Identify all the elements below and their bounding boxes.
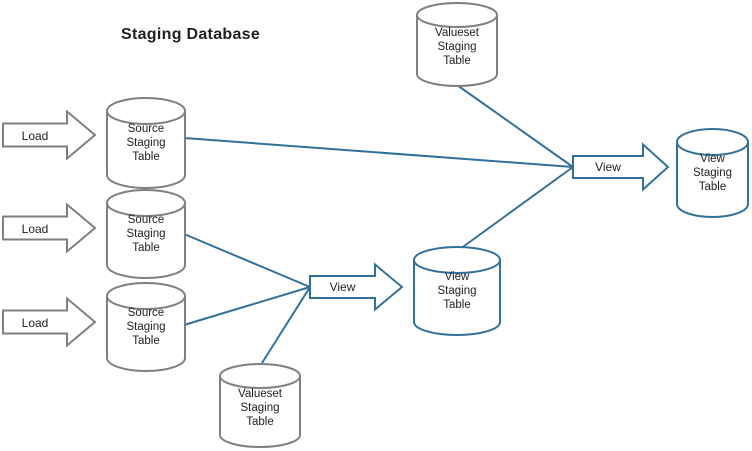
load-arrow-2 [2,202,97,254]
valueset-staging-table-top-label: Valueset Staging Table [435,26,479,67]
source-staging-table-3-label: Source Staging Table [126,307,166,347]
diagram-title: Staging Database [121,26,261,43]
valueset-staging-table-bottom-label: Valueset Staging Table [238,387,282,428]
connector-source3-to-view-middle [183,286,311,326]
view-staging-table-right-cylinder [676,128,749,218]
load-arrow-2-label: Load [21,221,49,236]
load-arrow-1 [2,109,97,161]
connector-valueset-bottom-to-view-middle [261,286,311,364]
load-arrow-3 [2,296,97,348]
view-staging-table-middle-cylinder [413,246,501,336]
valueset-staging-table-top-cylinder [416,2,498,87]
connector-valueset-top-to-view-right [456,84,574,168]
valueset-staging-table-bottom-cylinder [219,363,301,448]
connector-source2-to-view-middle [183,233,311,288]
load-arrow-3-label: Load [21,315,49,330]
load-arrow-1-label: Load [21,128,49,143]
view-staging-table-middle-label: View Staging Table [437,271,477,311]
view-arrow-middle-label: View [329,280,356,294]
source-staging-table-2-cylinder [106,189,186,279]
connector-view-middle-to-view-right [459,166,574,250]
source-staging-table-2-label: Source Staging Table [126,214,166,254]
source-staging-table-1-cylinder [106,97,186,189]
source-staging-table-1-label: Source Staging Table [126,123,166,163]
view-arrow-right [572,142,670,192]
view-arrow-right-label: View [595,160,621,174]
source-staging-table-3-cylinder [106,282,186,372]
view-arrow-middle [309,262,404,312]
view-staging-table-right-label: View Staging Table [692,153,732,193]
connector-source1-to-view-right [183,137,574,168]
